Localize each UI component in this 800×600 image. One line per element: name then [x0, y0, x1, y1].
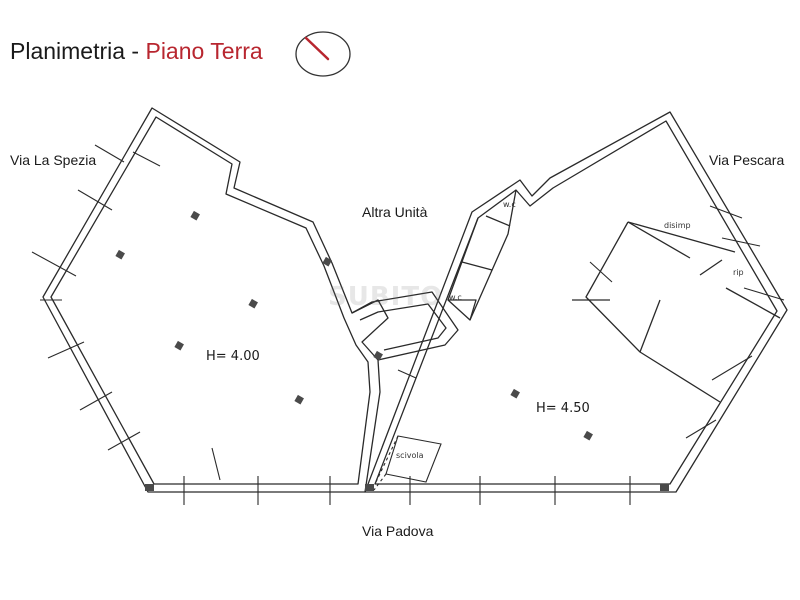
watermark: SUBITO	[328, 282, 444, 312]
connector-corridor	[351, 291, 459, 361]
disimp-room-walls	[585, 221, 721, 403]
right-unit-height: H= 4.50	[536, 401, 590, 416]
ramp-label: scivola	[396, 451, 424, 460]
wc-lower-label: w.c	[449, 293, 462, 302]
disimp-label: disimp	[664, 221, 691, 230]
pillars	[115, 210, 669, 491]
wc-upper-label: w.c	[503, 200, 516, 209]
north-arrow-icon	[295, 31, 351, 77]
page-title: Planimetria - Piano Terra	[10, 38, 263, 65]
title-accent: Piano Terra	[145, 38, 263, 64]
left-unit-height: H= 4.00	[206, 349, 260, 364]
title-prefix: Planimetria -	[10, 38, 146, 64]
rip-label: rip	[733, 268, 744, 277]
street-label-left: Via La Spezia	[10, 152, 97, 168]
ramp	[373, 435, 442, 491]
street-label-right: Via Pescara	[709, 152, 785, 168]
other-unit-label: Altra Unità	[362, 204, 428, 220]
street-label-bottom: Via Padova	[362, 523, 434, 539]
window-ticks	[31, 144, 785, 505]
right-unit-outer-wall	[364, 111, 788, 493]
left-unit-inner-wall	[50, 116, 371, 485]
